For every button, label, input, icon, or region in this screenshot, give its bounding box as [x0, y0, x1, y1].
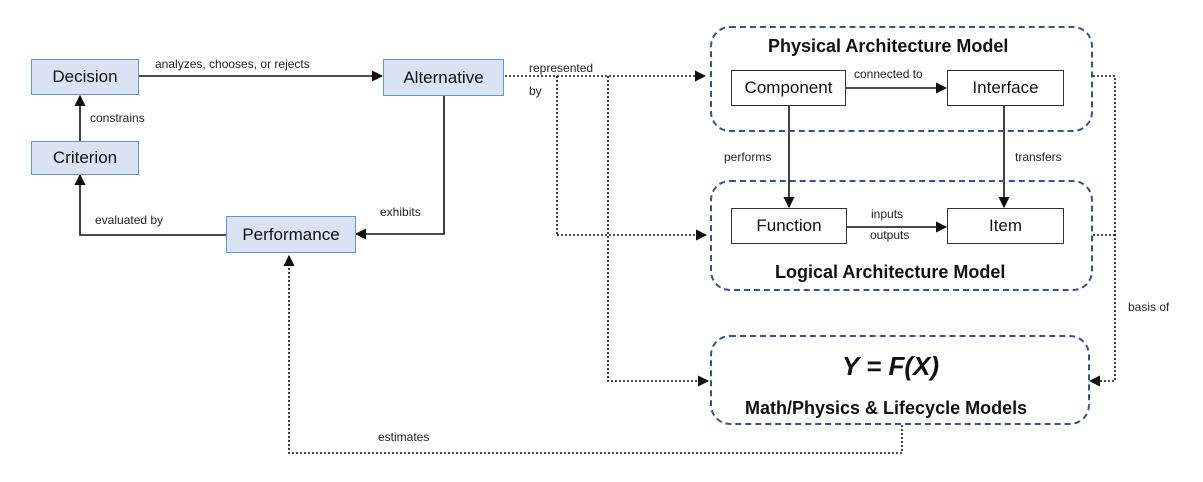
performance-node: Performance: [226, 216, 356, 253]
alternative-node: Alternative: [383, 59, 504, 96]
math-equation: Y = F(X): [842, 351, 940, 381]
edge-math-performance: [283, 254, 903, 454]
label-transfers: transfers: [1015, 150, 1062, 164]
math-models-container: [710, 335, 1090, 425]
component-node: Component: [731, 70, 846, 106]
label-connected-to: connected to: [854, 67, 923, 81]
physical-architecture-container: [710, 26, 1093, 132]
function-node: Function: [731, 208, 847, 244]
label-evaluated-by: evaluated by: [95, 213, 164, 227]
logical-architecture-container: [710, 180, 1093, 291]
label-outputs: outputs: [870, 228, 910, 242]
label-by: by: [529, 84, 542, 98]
edge-performance-criterion: [74, 173, 226, 236]
criterion-node: Criterion: [31, 141, 139, 175]
label-constrains: constrains: [90, 111, 145, 125]
interface-node: Interface: [947, 70, 1064, 106]
decision-node: Decision: [31, 59, 139, 95]
edge-alternative-performance: [354, 96, 445, 240]
label-performs: performs: [724, 150, 772, 164]
edge-represented-math: [607, 76, 710, 387]
label-inputs: inputs: [871, 207, 904, 221]
label-basis-of: basis of: [1128, 300, 1170, 314]
item-node: Item: [947, 208, 1064, 244]
math-models-title: Math/Physics & Lifecycle Models: [745, 398, 1028, 418]
label-represented: represented: [529, 61, 594, 75]
physical-architecture-title: Physical Architecture Model: [768, 36, 1009, 56]
logical-architecture-title: Logical Architecture Model: [775, 262, 1006, 282]
label-analyzes: analyzes, chooses, or rejects: [155, 57, 310, 71]
label-estimates: estimates: [378, 430, 430, 444]
edge-physical-basis: [1088, 75, 1116, 387]
label-exhibits: exhibits: [380, 205, 421, 219]
